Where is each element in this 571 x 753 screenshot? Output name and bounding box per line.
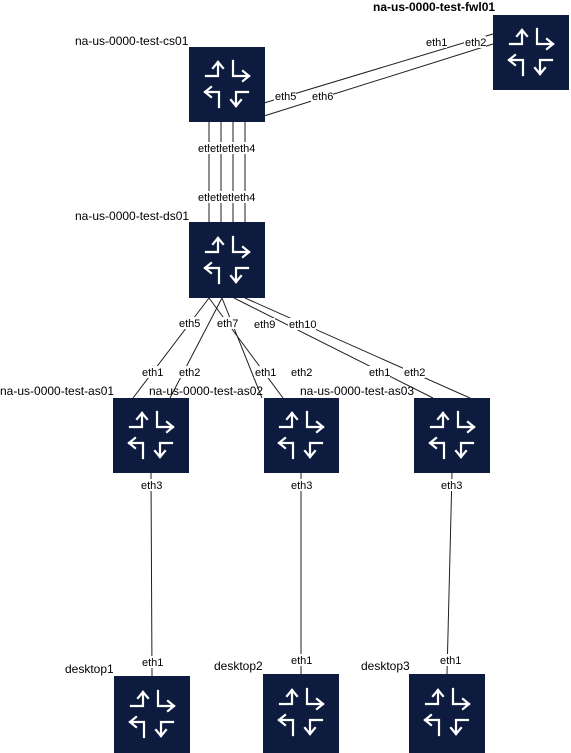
interface-label: eth1 <box>210 192 231 204</box>
node-box <box>493 15 569 90</box>
interface-label: eth3 <box>441 480 462 492</box>
interface-label: eth2 <box>179 367 200 379</box>
interface-label: eth1 <box>426 37 447 49</box>
node-as01[interactable] <box>113 398 189 473</box>
node-as03[interactable] <box>414 398 490 473</box>
device-label-ds01: na-us-0000-test-ds01 <box>75 209 189 223</box>
link-ds01-eth9-as03-eth1[interactable] <box>233 297 434 399</box>
device-label-as03: na-us-0000-test-as03 <box>300 384 414 398</box>
node-as02[interactable] <box>264 398 339 473</box>
node-box <box>409 674 485 753</box>
interface-label: eth1 <box>142 657 163 669</box>
link-as01-eth3-desktop1[interactable] <box>150 472 153 677</box>
node-desktop3[interactable] <box>409 674 485 753</box>
link-ds01-as02-eth1[interactable] <box>221 297 263 399</box>
interface-label: eth7 <box>217 318 238 330</box>
interface-label: eth1 <box>142 367 163 379</box>
node-box <box>114 676 190 753</box>
links <box>132 33 494 753</box>
interface-label: eth3 <box>291 480 312 492</box>
device-label-cs01: na-us-0000-test-cs01 <box>75 34 189 48</box>
node-box <box>264 398 339 473</box>
link-ds01-eth10-as03-eth2[interactable] <box>244 297 471 399</box>
interface-label: eth1 <box>210 143 231 155</box>
node-desktop2[interactable] <box>263 674 339 753</box>
interface-label: eth1 <box>369 367 390 379</box>
node-ds01[interactable] <box>189 222 265 298</box>
interface-label: eth1 <box>222 192 243 204</box>
interface-label: eth3 <box>141 480 162 492</box>
interface-label: eth10 <box>289 319 317 331</box>
device-label-as01: na-us-0000-test-as01 <box>0 384 114 398</box>
interface-label: eth4 <box>234 143 255 155</box>
interface-label: eth1 <box>440 655 461 667</box>
interface-label: eth1 <box>198 192 219 204</box>
device-label-desktop1: desktop1 <box>65 662 114 676</box>
node-box <box>113 398 189 473</box>
interface-labels: eth1 eth2 eth5 eth6 eth1 eth1 eth1 eth4 … <box>140 36 486 669</box>
device-label-desktop3: desktop3 <box>361 659 410 673</box>
device-label-fwl01: na-us-0000-test-fwl01 <box>373 0 495 14</box>
interface-label: eth5 <box>275 91 296 103</box>
link-ds01-as02-eth2[interactable] <box>208 297 284 399</box>
link-cs01-eth6-fwl01-eth2[interactable] <box>263 43 494 117</box>
interface-label: eth5 <box>179 318 200 330</box>
device-label-desktop2: desktop2 <box>214 659 263 673</box>
interface-label: eth4 <box>234 192 255 204</box>
link-ds01-eth5-as01-eth1[interactable] <box>132 297 210 399</box>
interface-label: eth9 <box>254 319 275 331</box>
node-desktop1[interactable] <box>114 676 190 753</box>
interface-label: eth1 <box>222 143 243 155</box>
node-box <box>263 674 339 753</box>
link-cs01-eth5-fwl01-eth1[interactable] <box>263 33 494 104</box>
node-box <box>189 47 265 122</box>
interface-label: eth1 <box>255 367 276 379</box>
interface-label: eth2 <box>465 37 486 49</box>
link-ds01-eth7-as01-eth2[interactable] <box>169 297 223 399</box>
node-cs01[interactable] <box>189 47 265 122</box>
link-as03-eth3-desktop3[interactable] <box>446 472 453 675</box>
interface-label: eth1 <box>198 143 219 155</box>
node-box <box>189 222 265 298</box>
device-label-as02: na-us-0000-test-as02 <box>149 384 263 398</box>
interface-label: eth6 <box>312 91 333 103</box>
interface-label: eth1 <box>291 655 312 667</box>
interface-label: eth2 <box>291 367 312 379</box>
node-box <box>414 398 490 473</box>
interface-label: eth2 <box>404 367 425 379</box>
node-fwl01[interactable] <box>493 15 569 90</box>
